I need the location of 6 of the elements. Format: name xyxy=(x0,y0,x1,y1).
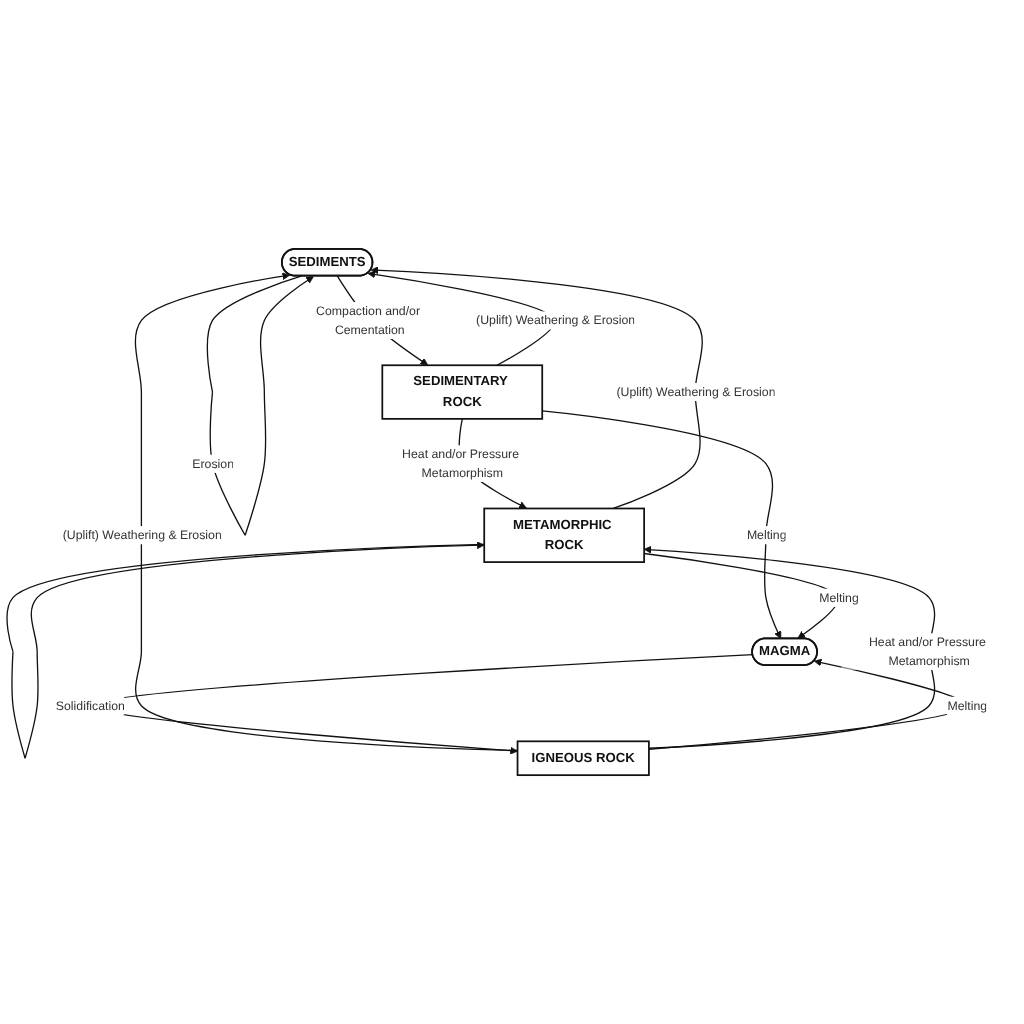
arrow xyxy=(643,545,936,749)
arrow xyxy=(367,270,556,366)
arrow xyxy=(541,410,782,639)
arrow xyxy=(643,552,839,639)
arrow xyxy=(206,275,314,536)
arrow xyxy=(6,541,485,759)
